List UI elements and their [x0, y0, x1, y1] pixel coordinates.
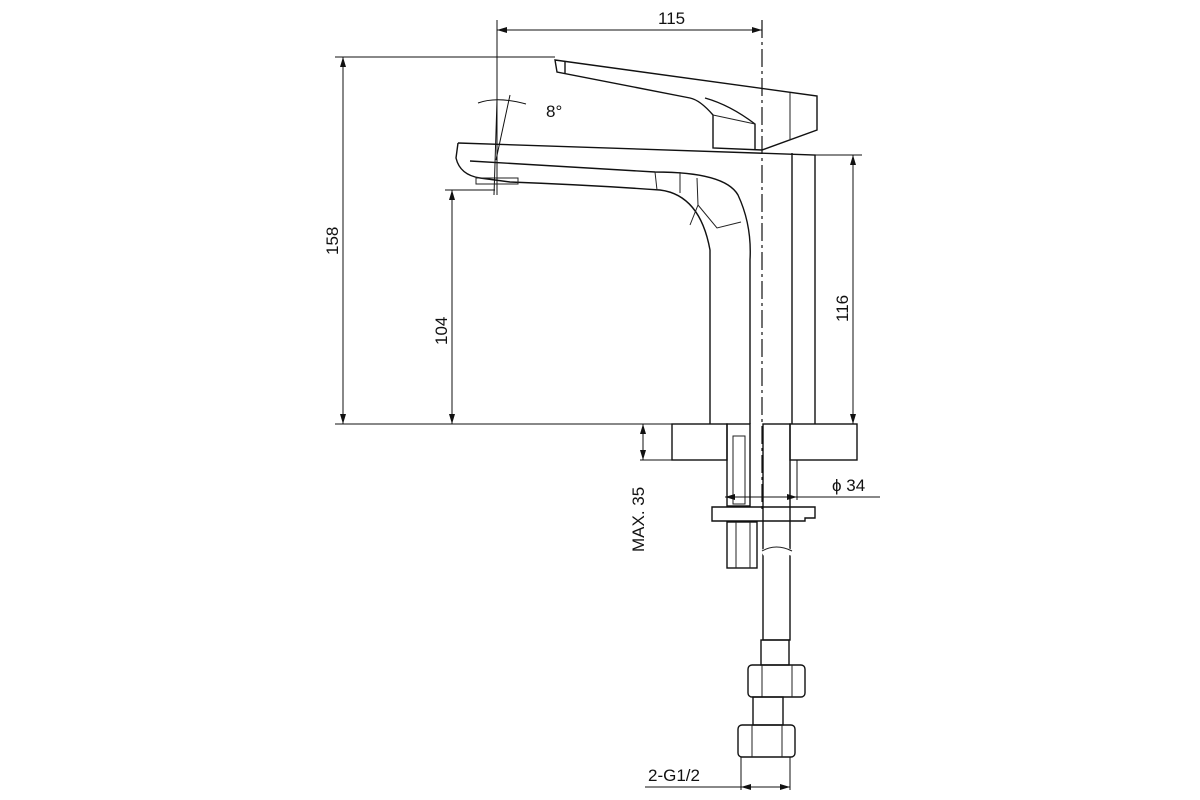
- hose-fittings: [737, 639, 806, 758]
- angle-label: 8°: [546, 102, 562, 121]
- faucet-body: [455, 142, 816, 424]
- dimension-158: 158: [323, 56, 555, 424]
- supply-hose: [760, 423, 794, 641]
- dimension-phi34: ϕ 34: [725, 460, 880, 500]
- dimension-104: 104: [432, 189, 495, 424]
- dim-g12-label: 2-G1/2: [648, 766, 700, 785]
- angle-8deg: 8°: [477, 94, 562, 196]
- dimension-115: 115: [496, 9, 762, 195]
- dim-116-label: 116: [833, 295, 852, 322]
- mounting-plate: [711, 506, 816, 569]
- lever-handle: [554, 59, 818, 151]
- dim-phi34-label: ϕ 34: [832, 476, 865, 495]
- threaded-rod: [726, 423, 751, 507]
- dimension-g12: 2-G1/2: [645, 757, 791, 790]
- dimension-max35: MAX. 35: [629, 424, 672, 552]
- dim-158-label: 158: [323, 227, 342, 255]
- dim-104-label: 104: [432, 317, 451, 345]
- dimension-116: 116: [815, 154, 862, 424]
- deck-section: [671, 423, 858, 461]
- dim-115-label: 115: [658, 9, 685, 28]
- dim-max35-label: MAX. 35: [629, 487, 648, 552]
